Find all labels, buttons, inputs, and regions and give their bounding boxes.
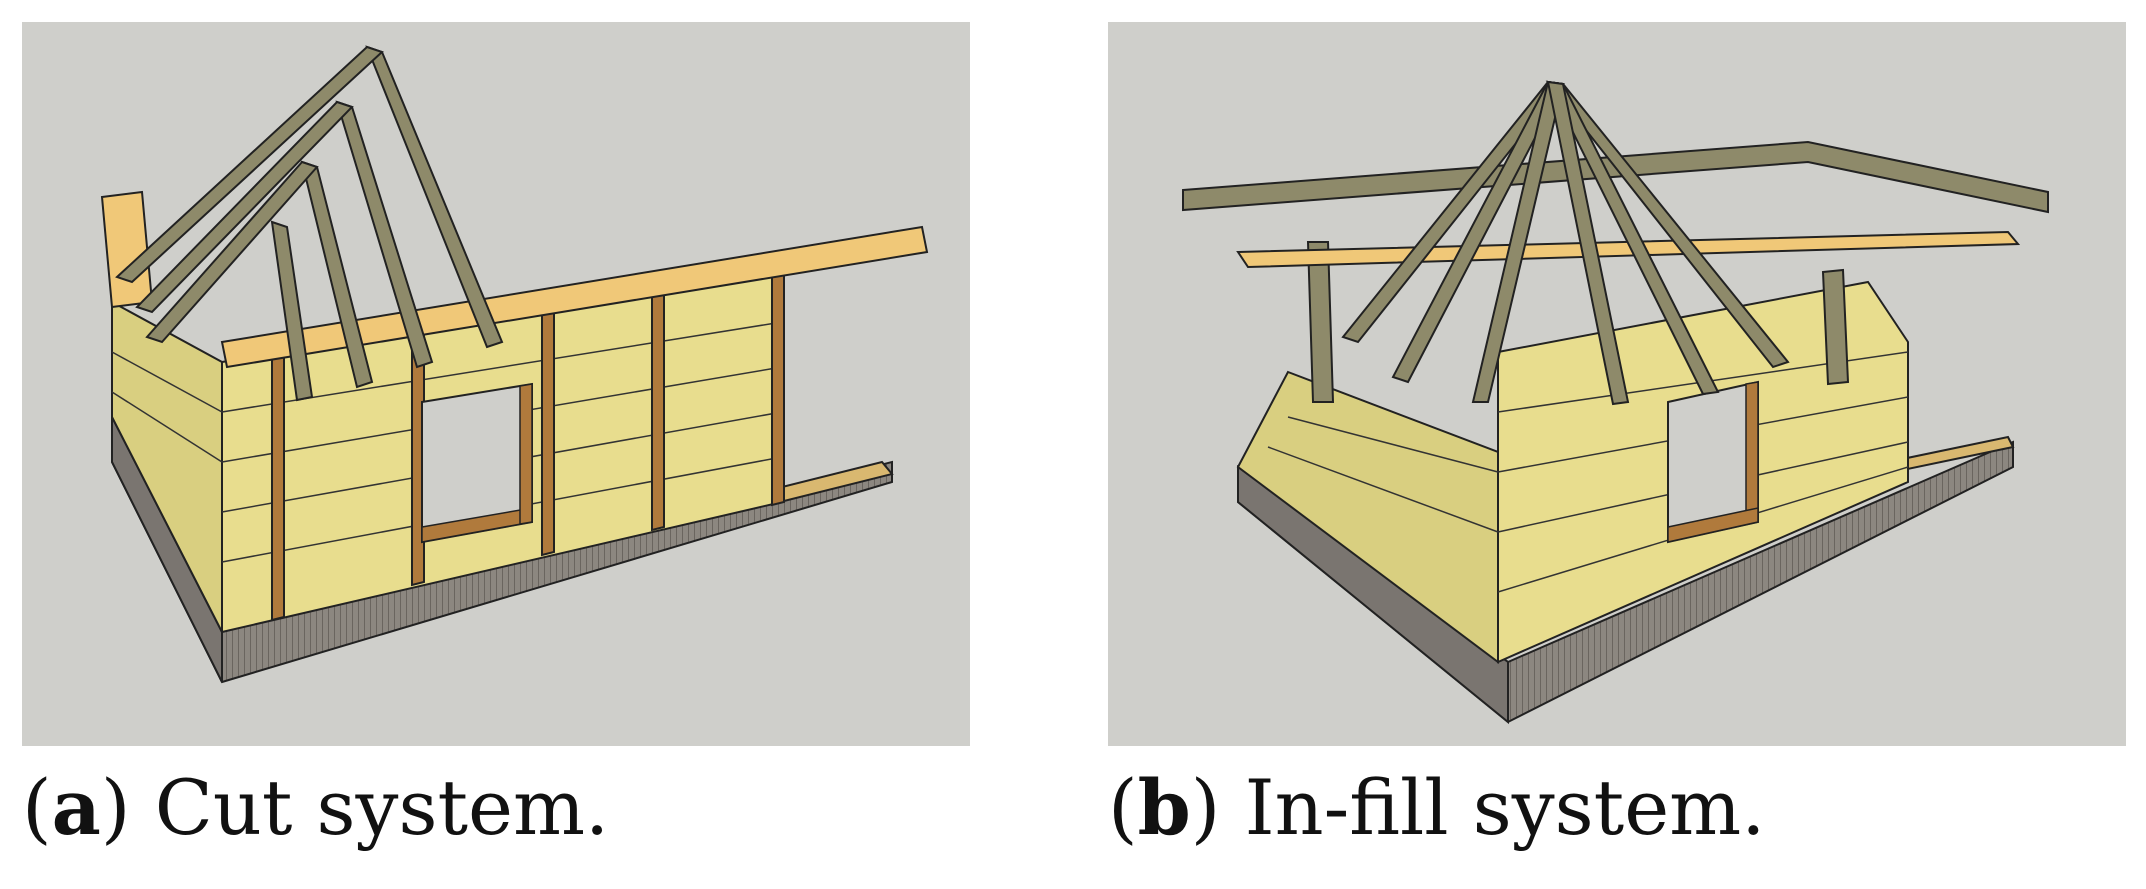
panel-infill-system-illustration [1108, 22, 2126, 746]
roof-rafters [1341, 80, 1790, 406]
cut-system-drawing [100, 45, 929, 684]
panel-cut-system-illustration [22, 22, 970, 746]
caption-letter-b: b [1137, 763, 1191, 852]
roof-rafters [115, 45, 504, 402]
caption-text-b: In-fill system. [1244, 763, 1766, 852]
top-plate [220, 225, 929, 369]
caption-text-a: Cut system. [154, 763, 610, 852]
infill-system-drawing [1182, 80, 2049, 725]
caption-a: (a) Cut system. [22, 763, 610, 852]
caption-letter-a: a [51, 763, 101, 852]
caption-b: (b) In-fill system. [1108, 763, 1766, 852]
top-plate [1236, 230, 2021, 269]
